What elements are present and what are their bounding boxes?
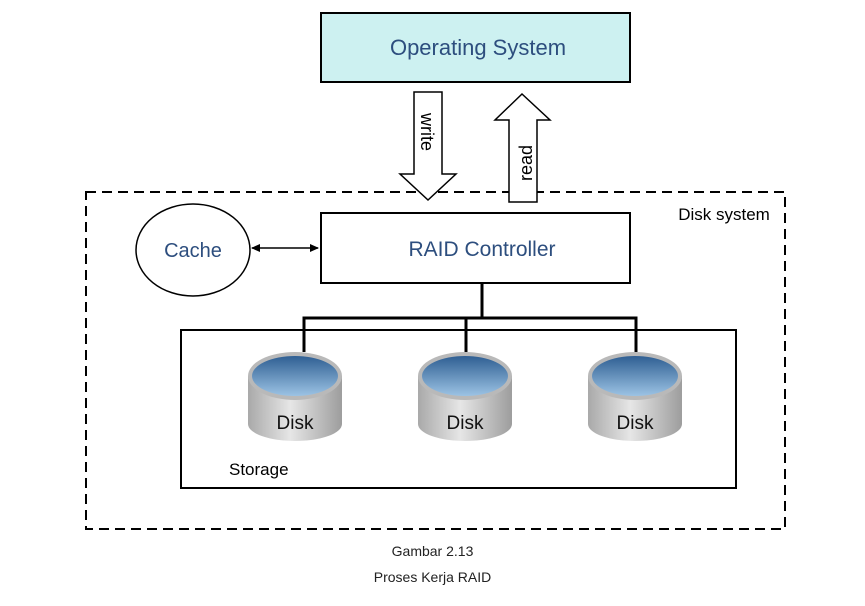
disk-2: Disk <box>418 352 512 441</box>
storage-label: Storage <box>229 460 289 479</box>
read-arrow-label: read <box>516 145 536 181</box>
disk-3-label: Disk <box>617 413 654 434</box>
disk-system-boundary <box>85 191 786 530</box>
write-arrow-label: write <box>417 112 437 151</box>
operating-system-label: Operating System <box>390 35 566 60</box>
storage-box <box>180 329 737 489</box>
disk-1: Disk <box>248 352 342 441</box>
disk-system-label: Disk system <box>678 205 770 224</box>
read-arrow <box>493 92 552 203</box>
figure-number: Gambar 2.13 <box>391 543 474 559</box>
disk-1-label: Disk <box>277 413 314 434</box>
operating-system-box <box>320 12 631 83</box>
disk-3: Disk <box>588 352 682 441</box>
controller-bus <box>302 283 638 352</box>
disk-2-label: Disk <box>447 413 484 434</box>
cache-ellipse <box>135 203 251 297</box>
cache-label: Cache <box>164 240 222 262</box>
figure-title: Proses Kerja RAID <box>373 569 492 585</box>
raid-controller-label: RAID Controller <box>408 238 555 261</box>
write-arrow <box>398 91 458 202</box>
raid-controller-box <box>320 212 631 284</box>
